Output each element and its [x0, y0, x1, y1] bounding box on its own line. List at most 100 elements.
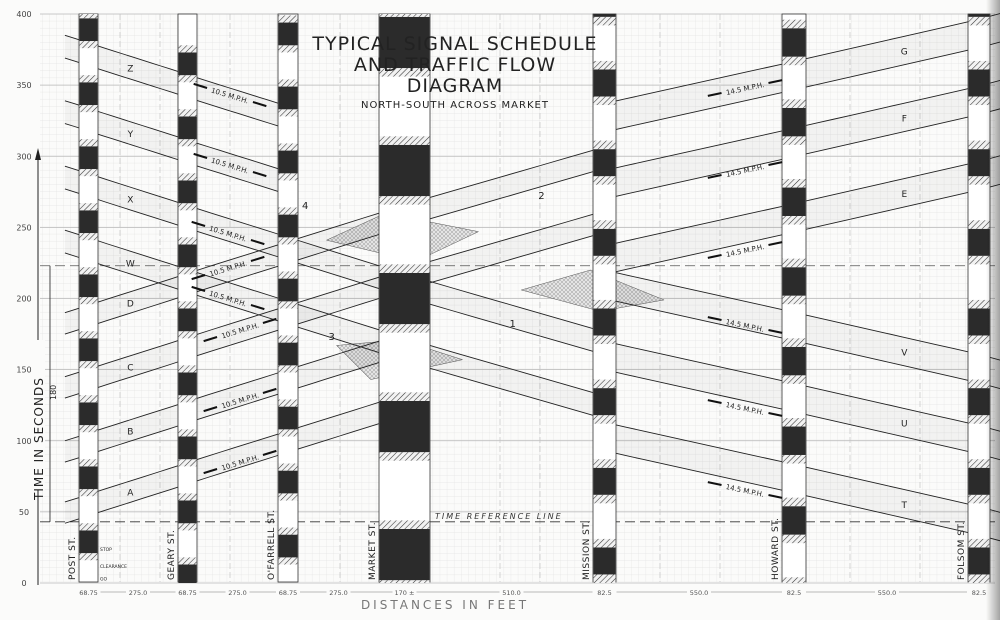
band-label: E — [901, 190, 907, 200]
clearance-phase — [968, 60, 990, 70]
clearance-phase — [79, 14, 98, 19]
dimension-label: 82.5 — [972, 589, 986, 597]
arrow-tail — [203, 336, 218, 343]
stop-phase — [79, 210, 98, 234]
clearance-phase — [782, 417, 806, 427]
stop-phase — [178, 244, 197, 268]
signal-column-geary-st — [177, 13, 198, 583]
arrow-head — [250, 255, 265, 262]
clearance-phase — [782, 454, 806, 464]
clearance-phase — [79, 169, 98, 177]
clearance-phase — [79, 105, 98, 113]
band-upper-edge — [64, 149, 594, 314]
stop-phase — [782, 346, 806, 376]
clearance-phase — [79, 331, 98, 339]
clearance-phase — [178, 365, 197, 373]
arrow-tail — [707, 174, 722, 179]
street-name: POST ST. — [68, 536, 78, 580]
stop-phase — [379, 400, 430, 453]
y-tick-label: 150 — [16, 366, 31, 375]
stop-phase — [968, 228, 990, 256]
stop-phase — [278, 470, 298, 494]
band-label: W — [126, 260, 135, 270]
stop-phase — [968, 388, 990, 416]
street-name: MISSION ST. — [582, 520, 592, 580]
clearance-phase — [782, 497, 806, 507]
arrow-head — [262, 317, 277, 324]
arrow-tail — [203, 406, 218, 413]
clearance-phase — [278, 109, 298, 117]
dimension-label: 510.0 — [502, 589, 521, 597]
arrow-head — [252, 171, 267, 178]
y-axis-label: TIME IN SECONDS — [32, 377, 46, 501]
clearance-phase — [79, 233, 98, 241]
stop-phase — [278, 22, 298, 46]
dimension-label: 68.75 — [178, 589, 197, 597]
dimension-label: 550.0 — [878, 589, 897, 597]
stop-phase — [593, 547, 616, 575]
clearance-phase — [278, 527, 298, 535]
clearance-phase — [278, 143, 298, 151]
stop-phase — [178, 372, 197, 396]
clearance-phase — [379, 136, 430, 145]
band-C — [64, 213, 594, 399]
dimension-label-backing — [592, 587, 617, 596]
stop-phase — [782, 426, 806, 455]
arrow-tail — [707, 316, 722, 321]
dimension-label: 275.0 — [129, 589, 148, 597]
stop-phase — [593, 228, 616, 256]
band-A — [64, 401, 380, 524]
arrow-head — [768, 329, 783, 334]
signal-column-mission-st — [592, 13, 617, 583]
clearance-phase — [178, 493, 197, 501]
y-tick-label: 350 — [16, 81, 31, 90]
arrow-tail — [193, 82, 208, 89]
stop-phase — [278, 214, 298, 238]
stop-phase — [593, 308, 616, 336]
arrow-tail — [707, 399, 722, 404]
stop-phase — [593, 69, 616, 97]
dimension-label-backing — [326, 587, 351, 596]
band-label: U — [901, 420, 908, 430]
dimension-label-backing — [76, 587, 101, 596]
stop-phase — [278, 86, 298, 110]
band-label: V — [901, 349, 908, 359]
clearance-phase — [782, 179, 806, 188]
stop-phase — [968, 547, 990, 575]
stop-phase — [782, 107, 806, 137]
arrow-head — [768, 79, 783, 84]
clearance-phase — [593, 299, 616, 309]
stop-phase — [593, 467, 616, 495]
clearance-phase — [178, 109, 197, 117]
clearance-phase — [782, 56, 806, 66]
dimension-label-backing — [276, 587, 300, 596]
arrow-head — [768, 241, 783, 246]
band-label: G — [901, 48, 908, 58]
cycle-length-label: 180 — [49, 385, 58, 400]
title-subtitle: NORTH-SOUTH ACROSS MARKET — [361, 100, 549, 111]
clearance-phase — [278, 429, 298, 437]
band-upper-edge — [64, 229, 594, 394]
clearance-phase — [379, 392, 430, 401]
band-label: F — [902, 114, 907, 124]
legend-stop: STOP — [100, 547, 112, 553]
clearance-phase — [278, 335, 298, 343]
clearance-phase — [178, 267, 197, 275]
clearance-phase — [968, 459, 990, 468]
y-tick-label: 250 — [16, 223, 31, 232]
legend-go: GO — [100, 577, 107, 583]
stop-phase — [968, 14, 990, 17]
dimension-label-backing — [499, 587, 524, 596]
clearance-phase — [79, 553, 98, 561]
stop-phase — [178, 436, 197, 460]
clearance-phase — [278, 365, 298, 373]
clearance-phase — [178, 173, 197, 181]
arrow-head — [768, 161, 783, 166]
stop-phase — [593, 388, 616, 416]
clearance-phase — [79, 75, 98, 83]
clearance-phase — [379, 520, 430, 529]
band-label: D — [127, 299, 134, 309]
clearance-phase — [278, 79, 298, 87]
arrow-head — [250, 239, 265, 246]
clearance-phase — [968, 415, 990, 424]
